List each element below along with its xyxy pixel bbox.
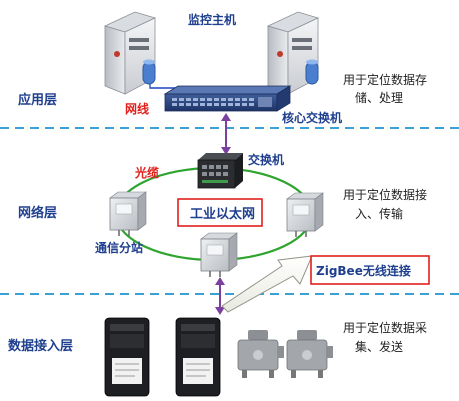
substation-icon [109, 191, 147, 236]
layer-desc-network-line2: 入、传输 [355, 206, 403, 221]
zigbee-arrow [221, 255, 313, 313]
layer-label-application: 应用层 [18, 92, 57, 108]
reader-device-icon [175, 317, 221, 397]
station-label: 通信分站 [95, 240, 143, 255]
switch-label: 交换机 [248, 152, 284, 167]
substation-icon [200, 232, 238, 277]
host-label: 监控主机 [188, 12, 236, 27]
industrial-switch-icon [197, 153, 243, 189]
reader-device-icon [104, 317, 150, 397]
layer-label-access: 数据接入层 [8, 338, 73, 354]
sensor-box-icon [237, 330, 284, 378]
sensor-box-icon [286, 330, 333, 378]
server-icon [266, 11, 320, 95]
layer-desc-access-line1: 用于定位数据采 [343, 320, 427, 335]
cable-label: 网线 [125, 101, 149, 116]
layer-desc-access-line2: 集、发送 [355, 339, 403, 354]
zigbee-label-box [310, 255, 430, 285]
server-icon [103, 11, 157, 95]
layer-label-network: 网络层 [18, 205, 57, 221]
fiber-label: 光缆 [134, 165, 159, 180]
core-switch-label: 核心交换机 [282, 110, 342, 125]
substation-icon [286, 192, 324, 237]
network-switch-icon [163, 85, 292, 112]
layer-desc-application-line2: 储、处理 [355, 90, 403, 105]
ethernet-label: 工业以太网 [190, 206, 255, 222]
zigbee-label: ZigBee无线连接 [316, 263, 411, 278]
layer-desc-network-line1: 用于定位数据接 [343, 187, 427, 202]
ethernet-label-box [177, 198, 263, 227]
layer-desc-application-line1: 用于定位数据存 [343, 72, 427, 87]
